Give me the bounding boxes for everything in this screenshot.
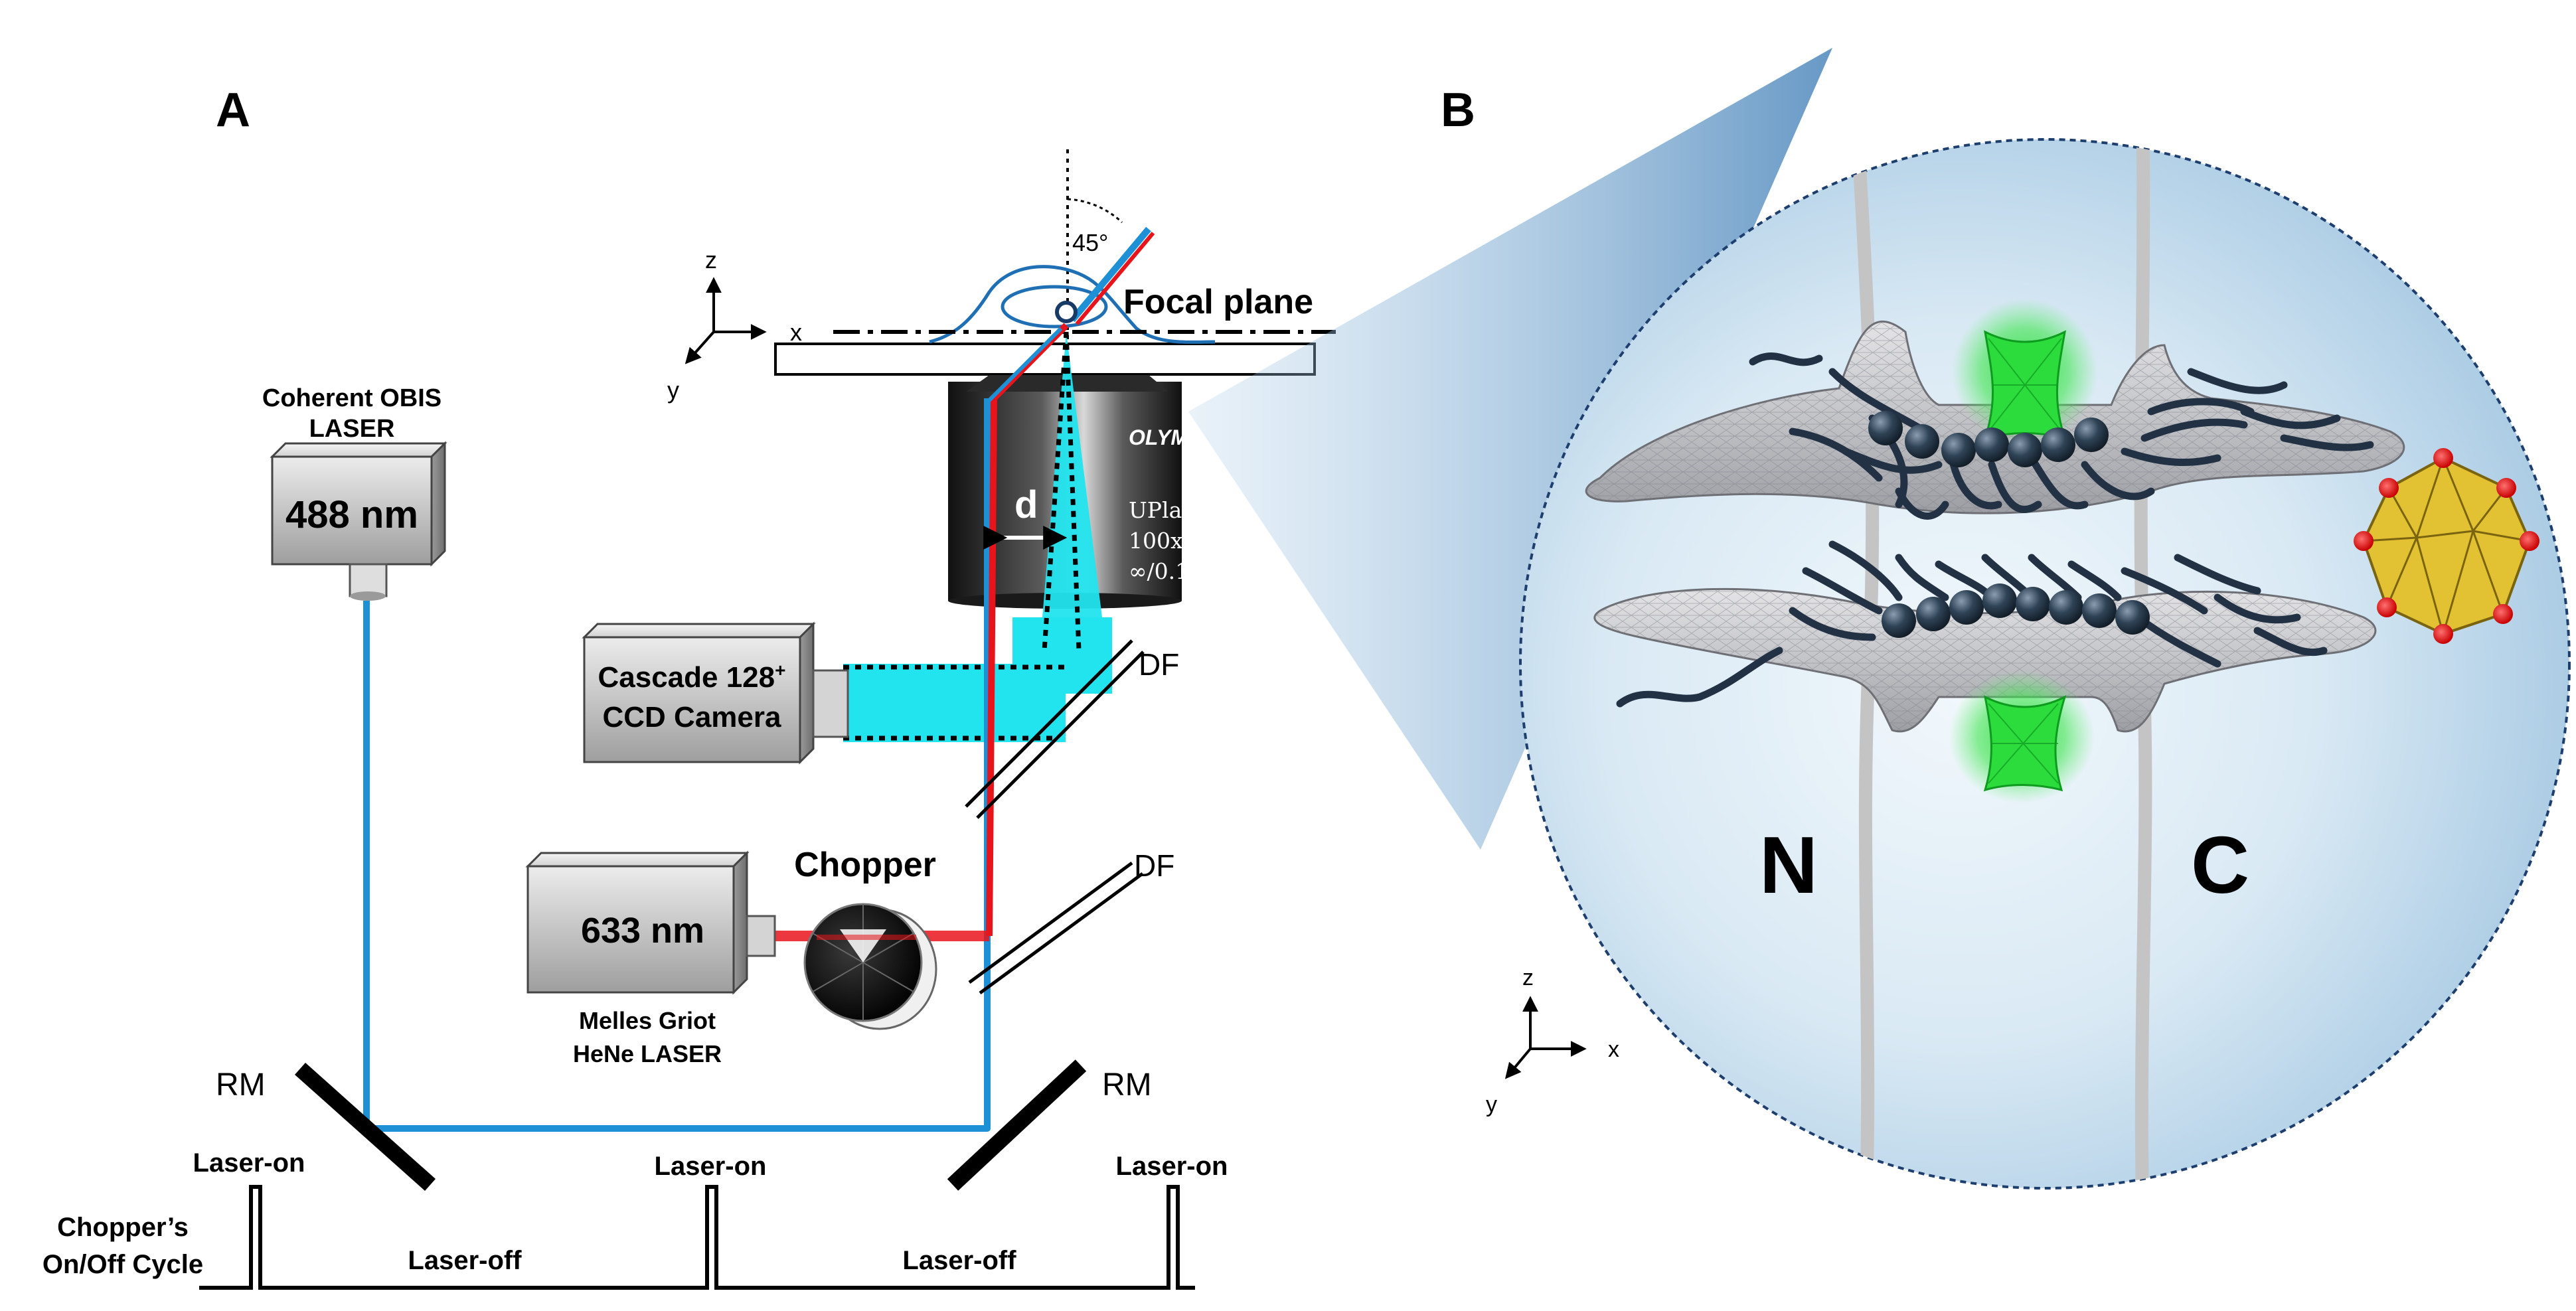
cycle-off-1: Laser-off [408, 1246, 522, 1275]
d-indicator: d [983, 483, 1068, 550]
focal-spot [1055, 301, 1078, 323]
laser-488-type: LASER [309, 415, 395, 443]
panel-b-label: B [1441, 84, 1475, 137]
axis-a-y-label: y [667, 376, 679, 404]
angle-label: 45° [1072, 229, 1108, 256]
objective-line3: ∞/0.17 [1129, 558, 1203, 584]
chain-beads-lower [1882, 583, 2150, 638]
chopper-wheel [803, 903, 937, 1030]
chain-beads-upper [1868, 411, 2109, 467]
polymer-chains-upper [1749, 352, 2374, 520]
laser-488-wavelength: 488 nm [285, 493, 418, 536]
mirror-left [295, 1063, 436, 1191]
cycle-on-2: Laser-on [655, 1152, 767, 1181]
laser-633-type: HeNe LASER [573, 1040, 722, 1067]
laser-633-maker: Melles Griot [579, 1007, 716, 1034]
cycle-on-3: Laser-on [1116, 1152, 1228, 1181]
axis-b-y-label: y [1486, 1092, 1497, 1117]
d-label: d [1014, 483, 1038, 526]
objective-line2: 100x/1 [1129, 528, 1204, 554]
laser-633-box [525, 850, 776, 995]
cycle-off-2: Laser-off [902, 1246, 1016, 1275]
laser-633-wavelength: 633 nm [581, 911, 704, 951]
cell-outline [929, 265, 1216, 344]
objective-line1: UPlanS [1129, 497, 1211, 523]
dichroic-filter-upper [965, 639, 1145, 819]
ccd-camera-box [582, 621, 849, 765]
axes-b: z x y [1486, 965, 1619, 1117]
dichroic-label-upper: DF [1139, 647, 1179, 682]
gold-nanoparticle [2354, 448, 2539, 644]
axis-b-z-label: z [1522, 965, 1534, 990]
laser-paths [363, 226, 1155, 1132]
focal-plane-label: Focal plane [1123, 283, 1313, 321]
camera-sup: + [775, 660, 785, 680]
mirror-right [947, 1059, 1087, 1191]
label-n: N [1759, 820, 1818, 910]
fluorophore-lower [1949, 670, 2095, 803]
dichroic-label-lower: DF [1134, 848, 1174, 883]
camera-line1: Cascade 128+ [598, 660, 785, 694]
axes-a: z x y [667, 246, 802, 404]
zoom-cone [1188, 48, 1832, 850]
panel-a-label: A [216, 84, 250, 137]
dichroic-filter-lower [968, 861, 1144, 995]
laser-488-maker: Coherent OBIS [262, 384, 442, 412]
cycle-waveform [199, 1185, 1195, 1290]
axis-a-z-label: z [705, 246, 717, 273]
axis-a-x-label: x [790, 319, 802, 346]
mirror-right-label: RM [1102, 1067, 1152, 1103]
laser-488-box [270, 441, 447, 601]
magnified-view: N C [1519, 138, 2571, 1190]
chopper-label: Chopper [794, 846, 936, 884]
cycle-title-line2: On/Off Cycle [42, 1250, 203, 1279]
objective-brand: OLYMP [1129, 425, 1203, 449]
fluorophore-upper [1952, 299, 2098, 445]
angle-arc [1067, 198, 1123, 224]
camera-line2: CCD Camera [603, 701, 782, 733]
axis-b-x-label: x [1608, 1037, 1619, 1062]
label-c: C [2191, 820, 2249, 910]
cycle-title-line1: Chopper’s [57, 1213, 189, 1242]
mirror-left-label: RM [216, 1067, 266, 1103]
cycle-on-1: Laser-on [193, 1148, 305, 1178]
